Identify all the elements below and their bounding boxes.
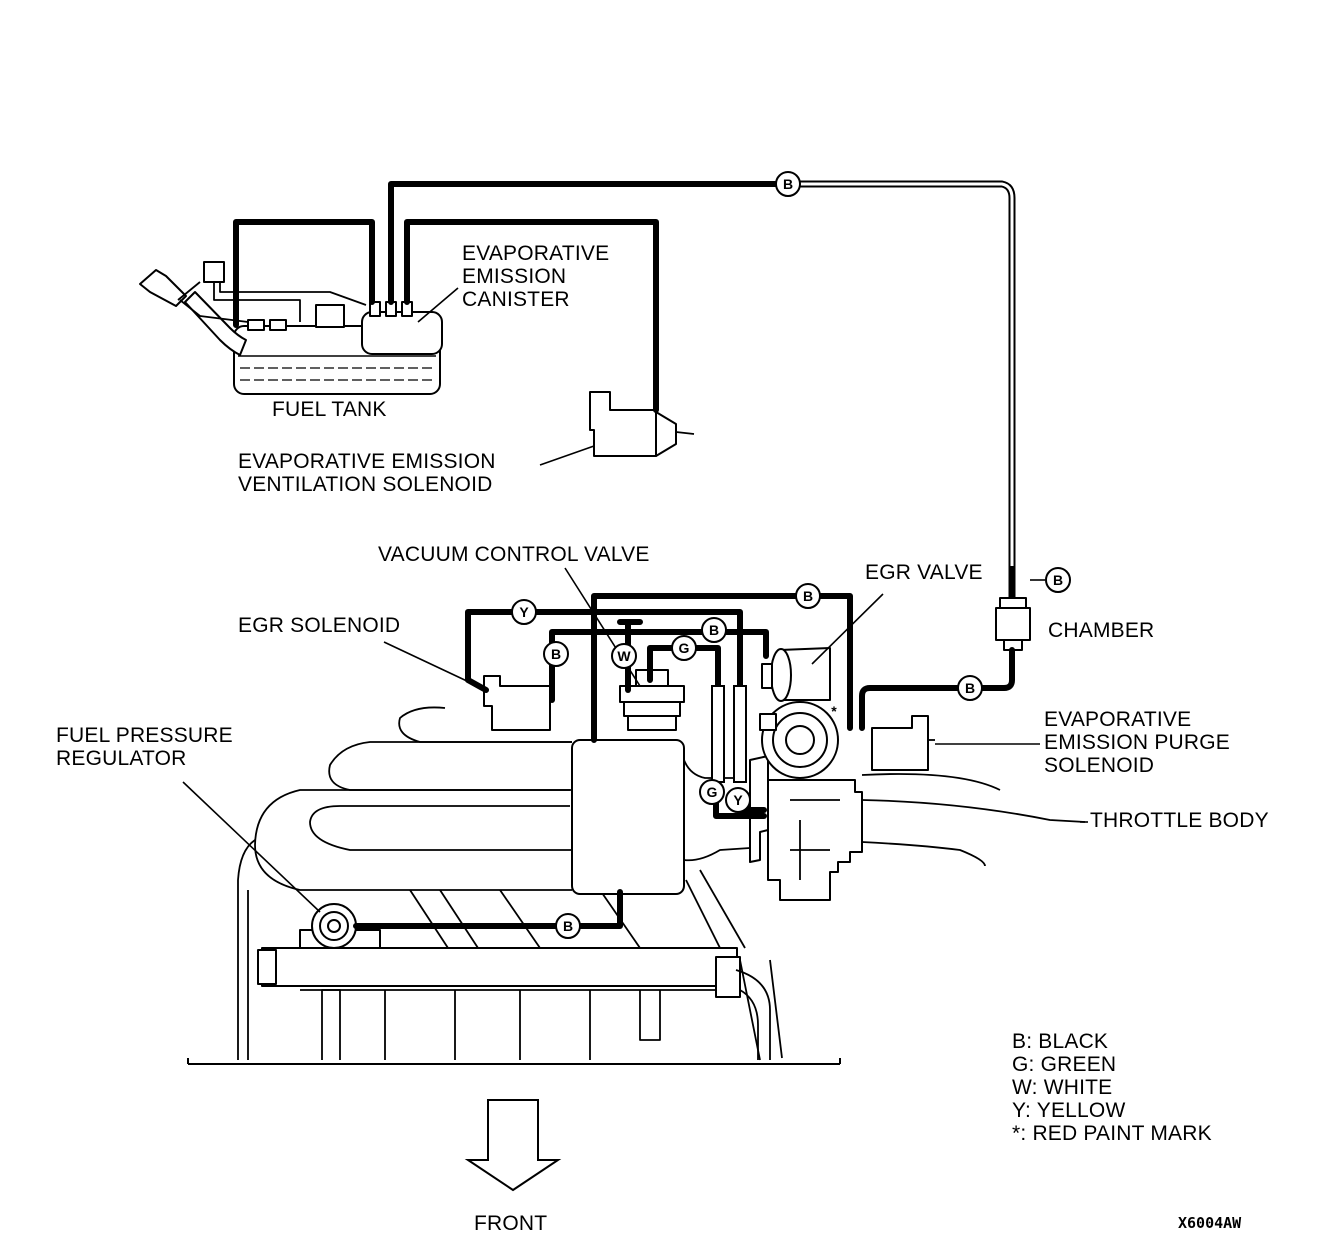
fuel-rail	[257, 947, 771, 1060]
hose-tags: B B B Y B B G W B G Y B *	[511, 171, 1071, 939]
hose-tag-white: W	[611, 643, 637, 669]
label-canister-line1: EVAPORATIVE	[462, 242, 610, 265]
label-vent-solenoid-line1: EVAPORATIVE EMISSION	[238, 450, 496, 473]
figure-code: X6004AW	[1178, 1214, 1242, 1232]
svg-text:Y: Y	[733, 792, 743, 808]
svg-text:B: B	[783, 176, 793, 192]
label-fuel-pressure-regulator-line2: REGULATOR	[56, 747, 187, 770]
hose-tag-green-top: G	[671, 635, 697, 661]
label-canister-line2: EMISSION	[462, 265, 567, 288]
svg-text:W: W	[617, 648, 631, 664]
label-canister-line3: CANISTER	[462, 288, 570, 311]
label-egr-solenoid: EGR SOLENOID	[238, 614, 401, 637]
purge-solenoid	[871, 715, 935, 771]
engine-block	[187, 839, 841, 1065]
svg-text:B: B	[709, 622, 719, 638]
label-purge-solenoid-line3: SOLENOID	[1044, 754, 1155, 777]
hose-tag-black-egr: B	[795, 583, 821, 609]
egr-valve	[761, 647, 831, 702]
label-purge-solenoid-line1: EVAPORATIVE	[1044, 708, 1192, 731]
label-chamber: CHAMBER	[1048, 619, 1155, 642]
label-egr-valve: EGR VALVE	[865, 561, 983, 584]
vent-solenoid	[589, 391, 695, 457]
hose-tag-black-chamber: B	[1045, 567, 1071, 593]
label-front: FRONT	[474, 1212, 548, 1235]
svg-text:G: G	[679, 640, 690, 656]
hose-tag-yellow-low: Y	[725, 787, 751, 813]
evap-canister	[361, 301, 443, 355]
hose-tag-black-solenoid: B	[543, 641, 569, 667]
legend-yellow: Y: YELLOW	[1012, 1099, 1126, 1122]
legend-white: W: WHITE	[1012, 1076, 1113, 1099]
front-arrow-icon	[464, 1099, 562, 1192]
svg-text:B: B	[803, 588, 813, 604]
throttle-body	[749, 701, 1086, 901]
chamber	[995, 597, 1031, 651]
hose-tag-green-low: G	[699, 779, 725, 805]
legend-black: B: BLACK	[1012, 1030, 1109, 1053]
svg-text:Y: Y	[519, 604, 529, 620]
label-purge-solenoid-line2: EMISSION PURGE	[1044, 731, 1230, 754]
intake-manifold	[254, 706, 746, 949]
label-fuel-tank: FUEL TANK	[272, 398, 387, 421]
label-vacuum-control-valve: VACUUM CONTROL VALVE	[378, 543, 650, 566]
red-paint-mark: *	[831, 703, 837, 719]
hose-tag-yellow-top: Y	[511, 599, 537, 625]
fuel-pressure-regulator	[299, 903, 381, 949]
legend-red-paint: *: RED PAINT MARK	[1012, 1122, 1212, 1145]
legend-green: G: GREEN	[1012, 1053, 1117, 1076]
hose-tag-black-regulator: B	[555, 913, 581, 939]
vacuum-hoses	[179, 180, 1016, 929]
hose-tag-black-purge: B	[957, 675, 983, 701]
svg-text:B: B	[965, 680, 975, 696]
label-vent-solenoid-line2: VENTILATION SOLENOID	[238, 473, 493, 496]
hose-tag-black-mid: B	[701, 617, 727, 643]
egr-solenoid	[483, 675, 551, 731]
hose-tag-black-top: B	[775, 171, 801, 197]
svg-text:B: B	[1053, 572, 1063, 588]
svg-text:B: B	[563, 918, 573, 934]
svg-text:G: G	[707, 784, 718, 800]
vacuum-control-valve	[619, 669, 685, 731]
svg-text:B: B	[551, 646, 561, 662]
label-throttle-body: THROTTLE BODY	[1090, 809, 1269, 832]
label-fuel-pressure-regulator-line1: FUEL PRESSURE	[56, 724, 233, 747]
intake-plenum	[571, 739, 685, 895]
